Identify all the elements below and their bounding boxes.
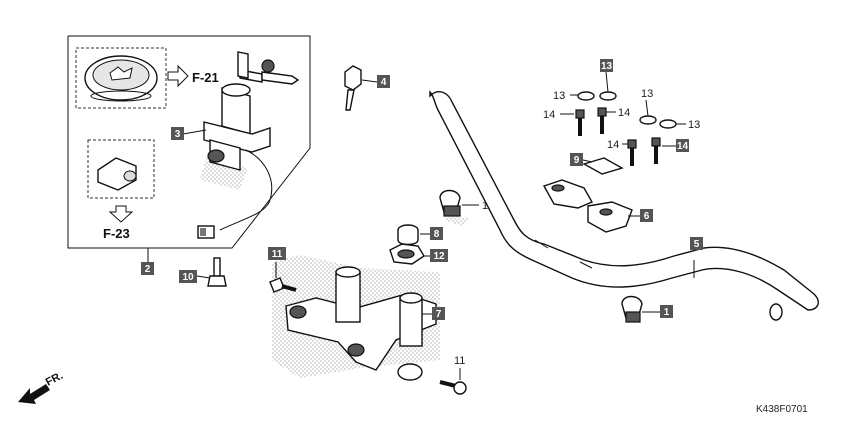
svg-text:8: 8 [434,229,440,240]
ref-f21: F-21 [192,70,219,85]
svg-text:10: 10 [182,272,194,283]
svg-text:14: 14 [677,141,689,152]
svg-text:3: 3 [175,129,181,140]
front-label: FR. [44,370,65,389]
top-bridge-7: 7 [272,255,445,381]
clamp-1-upper: 1 [439,189,488,226]
svg-text:13: 13 [553,90,565,102]
svg-text:1: 1 [664,307,670,318]
bolt-11-upper: 11 [268,247,297,293]
front-direction-arrow: FR. [18,370,65,404]
key-cylinder-reference [87,139,155,199]
fuel-cap-reference [75,47,167,109]
svg-text:4: 4 [381,77,387,88]
nut-12: 12 [389,243,448,265]
key-4: 4 [344,65,390,111]
svg-text:11: 11 [454,355,465,367]
svg-text:13: 13 [601,61,613,72]
ref-f23: F-23 [103,226,130,241]
svg-text:1: 1 [482,200,488,212]
svg-text:11: 11 [272,249,283,260]
svg-text:14: 14 [543,109,555,121]
caps-and-bolts: 13 13 13 13 14 14 14 14 [543,59,700,166]
part-8: 8 [397,224,443,246]
svg-text:6: 6 [644,211,650,222]
callout-3: 3 [171,127,207,140]
handlebar-5: 5 [429,90,819,321]
ignition-switch [197,51,300,239]
svg-text:14: 14 [618,107,630,119]
svg-text:7: 7 [436,309,442,320]
bolt-11-lower: 11 [439,355,467,395]
part-9: 9 [570,153,624,175]
callout-2: 2 [141,262,154,275]
clamp-1-lower: 1 [621,295,673,323]
upper-holder-6: 6 [542,179,653,233]
svg-text:14: 14 [607,139,619,151]
drawing-code: K438F0701 [756,404,808,415]
arrow-to-f23 [108,205,134,223]
bolt-10: 10 [179,257,227,287]
svg-text:13: 13 [641,88,653,100]
svg-text:5: 5 [694,239,700,250]
svg-text:12: 12 [433,251,445,262]
arrow-to-f21 [167,64,189,88]
svg-text:2: 2 [145,264,151,275]
svg-text:13: 13 [688,119,700,131]
svg-text:9: 9 [574,155,580,166]
